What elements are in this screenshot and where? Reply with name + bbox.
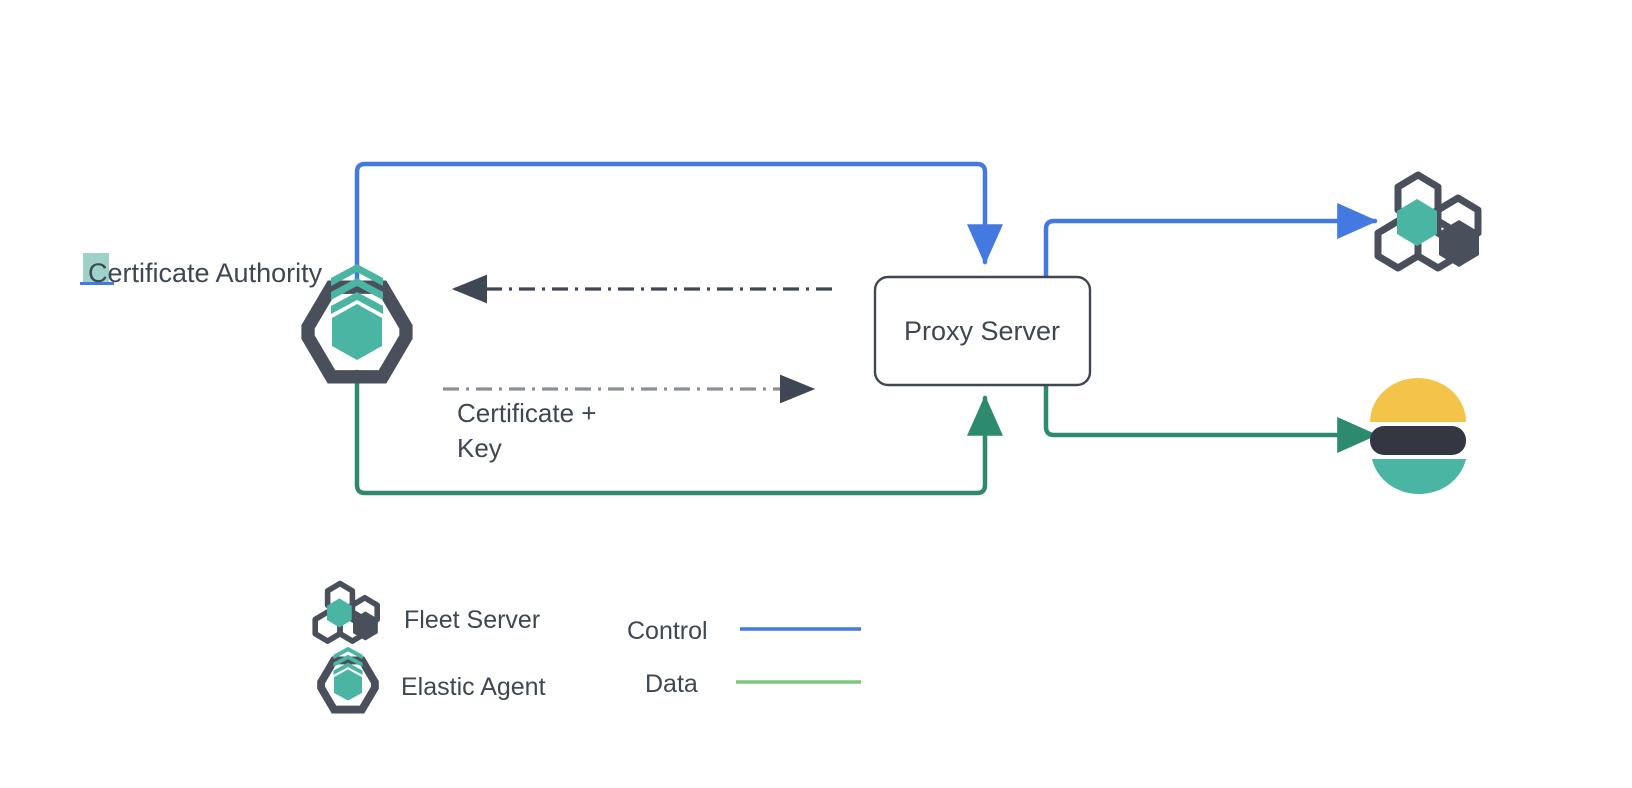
edge-proxy-to-elasticsearch-data (1043, 379, 1378, 453)
node-proxy-server[interactable]: Proxy Server (873, 275, 1092, 387)
legend-item-data: Data (645, 670, 861, 698)
text-selection-highlight (83, 253, 109, 284)
control-path-proxy-fleet (1043, 203, 1378, 281)
proxy-server-label: Proxy Server (904, 316, 1060, 346)
proxy-server-box[interactable] (873, 275, 1092, 387)
elastic-agent-icon[interactable] (301, 264, 413, 384)
legend-fleet-server-icon (312, 580, 380, 644)
certificate-authority-label: Certificate Authority (88, 258, 323, 288)
elasticsearch-teal-arc (1372, 459, 1466, 495)
legend-data-label: Data (645, 670, 698, 698)
control-path-agent-proxy (354, 161, 1003, 291)
legend-elastic-agent-icon (317, 646, 379, 714)
data-path-proxy-elasticsearch (1043, 379, 1378, 453)
certificate-key-label-line2: Key (457, 433, 502, 463)
agent-hexagon (332, 304, 382, 360)
edge-agent-to-proxy-data (354, 369, 1003, 496)
edge-proxy-to-fleet-control (1043, 203, 1378, 281)
elasticsearch-dark-bar (1370, 426, 1466, 455)
legend-item-control: Control (627, 617, 861, 645)
legend-item-elastic-agent: Elastic Agent (317, 646, 546, 714)
fleet-dark-hexagon (1439, 220, 1479, 267)
legend-fleet-server-label: Fleet Server (404, 606, 540, 634)
legend-elastic-agent-label: Elastic Agent (401, 673, 546, 701)
fleet-teal-hexagon (1397, 199, 1437, 246)
data-path-agent-proxy (354, 369, 1003, 496)
elasticsearch-icon[interactable] (1370, 378, 1466, 495)
edge-ca-to-proxy-certificate: Certificate + Key (443, 374, 816, 463)
certificate-key-label-line1: Certificate + (457, 398, 596, 428)
fleet-server-icon[interactable] (1374, 171, 1482, 272)
legend-control-label: Control (627, 617, 708, 645)
agent-chevrons (331, 264, 383, 314)
text-cursor-underline (80, 282, 114, 285)
certificate-authority-label-group: Certificate Authority (80, 253, 323, 288)
legend-item-fleet-server: Fleet Server (312, 580, 540, 644)
edge-agent-to-proxy-control (354, 161, 1003, 291)
elasticsearch-yellow-arc (1370, 378, 1466, 422)
